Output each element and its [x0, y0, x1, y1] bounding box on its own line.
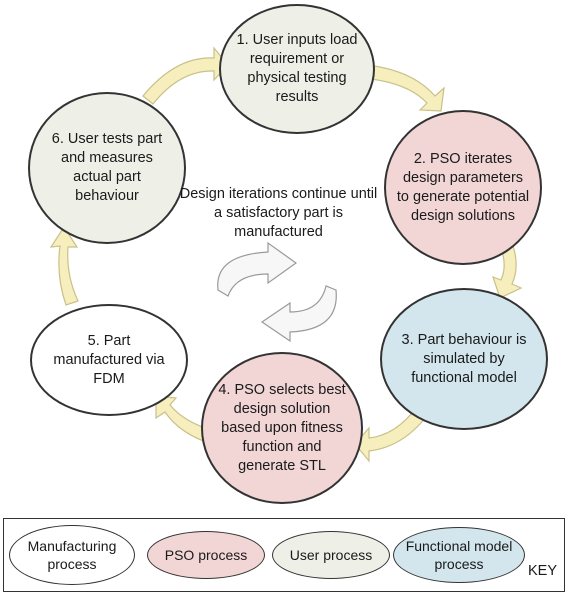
key-item-pso-label: PSO process	[164, 547, 248, 563]
step-4-text: 4. PSO selects best design solution base…	[218, 381, 346, 474]
key-item-manufacturing-label: Manufacturing process	[27, 538, 117, 572]
center-caption: Design iterations continue until a satis…	[179, 186, 378, 240]
arrow-1-to-2	[370, 65, 445, 112]
arrow-5-to-6	[49, 225, 79, 306]
step-3-simulation: 3. Part behaviour is simulated by functi…	[380, 288, 548, 430]
key-item-manufacturing: Manufacturing process	[9, 525, 135, 585]
step-4-pso-selects: 4. PSO selects best design solution base…	[201, 352, 363, 504]
center-arrow-top	[217, 241, 298, 297]
key-title: KEY	[528, 563, 558, 579]
step-6-user-tests: 6. User tests part and measures actual p…	[28, 92, 186, 244]
step-2-pso-iterates: 2. PSO iterates design parameters to gen…	[384, 110, 542, 265]
arrow-6-to-1	[142, 46, 229, 105]
key-item-functional-label: Functional model process	[405, 538, 513, 572]
step-5-text: 5. Part manufactured via FDM	[53, 332, 165, 387]
step-1-user-inputs: 1. User inputs load requirement or physi…	[219, 4, 375, 134]
key-legend: Manufacturing process PSO process User p…	[3, 518, 565, 592]
key-item-functional: Functional model process	[393, 527, 525, 583]
step-5-manufacture: 5. Part manufactured via FDM	[30, 304, 188, 416]
step-6-text: 6. User tests part and measures actual p…	[51, 131, 163, 204]
key-item-user: User process	[272, 531, 390, 579]
step-3-text: 3. Part behaviour is simulated by functi…	[401, 331, 527, 386]
key-item-pso: PSO process	[147, 531, 265, 579]
step-1-text: 1. User inputs load requirement or physi…	[236, 32, 358, 105]
step-2-text: 2. PSO iterates design parameters to gen…	[396, 150, 530, 224]
key-item-user-label: User process	[289, 547, 373, 563]
center-arrow-bottom	[260, 285, 337, 343]
